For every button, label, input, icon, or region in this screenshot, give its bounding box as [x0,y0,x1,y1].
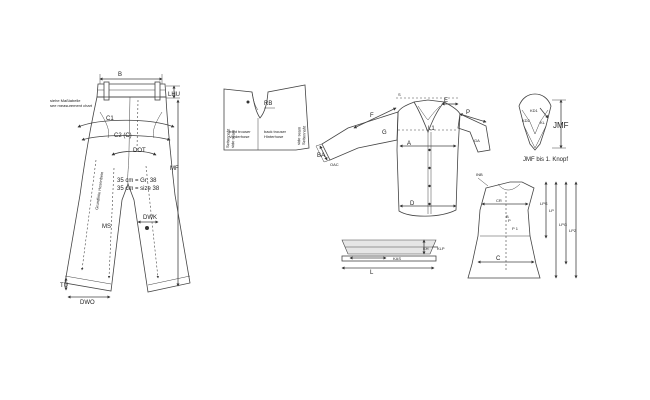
trouser-top-front-2: Vorderhose [229,134,250,139]
collar-outline [518,93,552,151]
trouser-top-left-side-en: side seam [230,129,236,148]
waistband-label-klp: KLP [437,246,445,251]
dress-label-p1: P [508,218,511,223]
shirt-diagram: S F E P G L1 BA A GA D OAC [315,92,491,217]
dress-label-c: C [496,256,501,262]
trouser-top-left-side: Seitennaht [225,128,231,148]
collar-detail-diagram: KD1 KD2 KL JMF JMF bis 1. Knopf [518,93,569,163]
dress-label-cr: CR [496,198,502,203]
shirt-label-a: A [407,141,411,147]
trousers-label-dot: DOT [133,148,146,154]
trousers-diagram: B LHU siehe Maßtabelle see measurement c… [50,72,191,306]
shirt-label-oac: OAC [330,162,339,167]
dress-label-lp2: LP2 [569,228,577,233]
trouser-top-front-1: front trouser [229,129,251,134]
waistband-label-l: L [370,270,374,276]
trouser-top-right-side-en: side seam [296,126,302,145]
shirt-right-sleeve [457,113,491,153]
trousers-outline [64,96,191,293]
shirt-label-p: P [466,110,470,116]
shirt-label-g: G [382,130,387,136]
trouser-top-back-2: Hinterhose [264,134,284,139]
dress-label-inb: INB [476,172,483,177]
shirt-label-f: F [370,113,374,119]
collar-label-kd1: KD1 [530,108,539,113]
trouser-top-diagram: RB Seitennaht side seam Seitennaht side … [223,84,310,151]
trousers-size-note-1: 35 cm = Gr. 38 [117,178,157,184]
shirt-body-outline [396,99,461,217]
dress-outline [467,181,541,279]
dress-label-lps: LPS [540,201,548,206]
collar-label-kd2: KD2 [522,118,531,123]
dress-label-lp: LP [549,208,554,213]
trousers-grain-note: Grundlinie Hosenbein [94,171,104,210]
shirt-label-l1: L1 [428,126,435,132]
waistband-label-kh: KH [423,246,429,251]
trousers-label-dwk: DWK [143,215,157,221]
shirt-label-ba: BA [317,153,325,159]
trousers-label-b: B [118,72,122,78]
trouser-top-right-side: Seitennaht [301,125,307,145]
shirt-label-s: S [398,92,401,97]
trousers-label-dwo: DWO [80,300,95,306]
waistband-label-kas: KAS [393,256,401,261]
dress-diagram: INB CR LPS B LP LPG LP2 C P P 1 [467,172,578,279]
shirt-left-sleeve [321,111,399,161]
trousers-size-note-2: 35 cm = size 38 [117,186,160,192]
trouser-top-label-rb: RB [264,101,272,107]
shirt-label-e: E [444,98,448,104]
dress-label-b: B [506,214,509,219]
trousers-label-c1: C1 [106,116,114,122]
trousers-label-ms: MS [102,224,111,230]
collar-label-kl: KL [540,120,546,125]
collar-caption: JMF bis 1. Knopf [523,157,568,163]
trousers-label-c2: C2 (C) [114,133,132,139]
trousers-side-note-1: siehe Maßtabelle [50,98,81,103]
dress-label-p2: P 1 [512,226,519,231]
trouser-top-back-1: back trouser [264,129,287,134]
shirt-label-ga: GA [474,138,480,143]
trousers-side-note-2: see measurement chart [50,103,93,108]
trousers-label-mf: MF [170,166,179,172]
trousers-label-lhu: LHU [168,92,180,98]
trousers-label-tu: TU [60,283,68,289]
collar-label-jmf: JMF [553,121,569,130]
shirt-label-d: D [410,201,415,207]
dress-label-lpg: LPG [559,222,567,227]
waistband-diagram: KH KLP KAS L [341,239,445,276]
